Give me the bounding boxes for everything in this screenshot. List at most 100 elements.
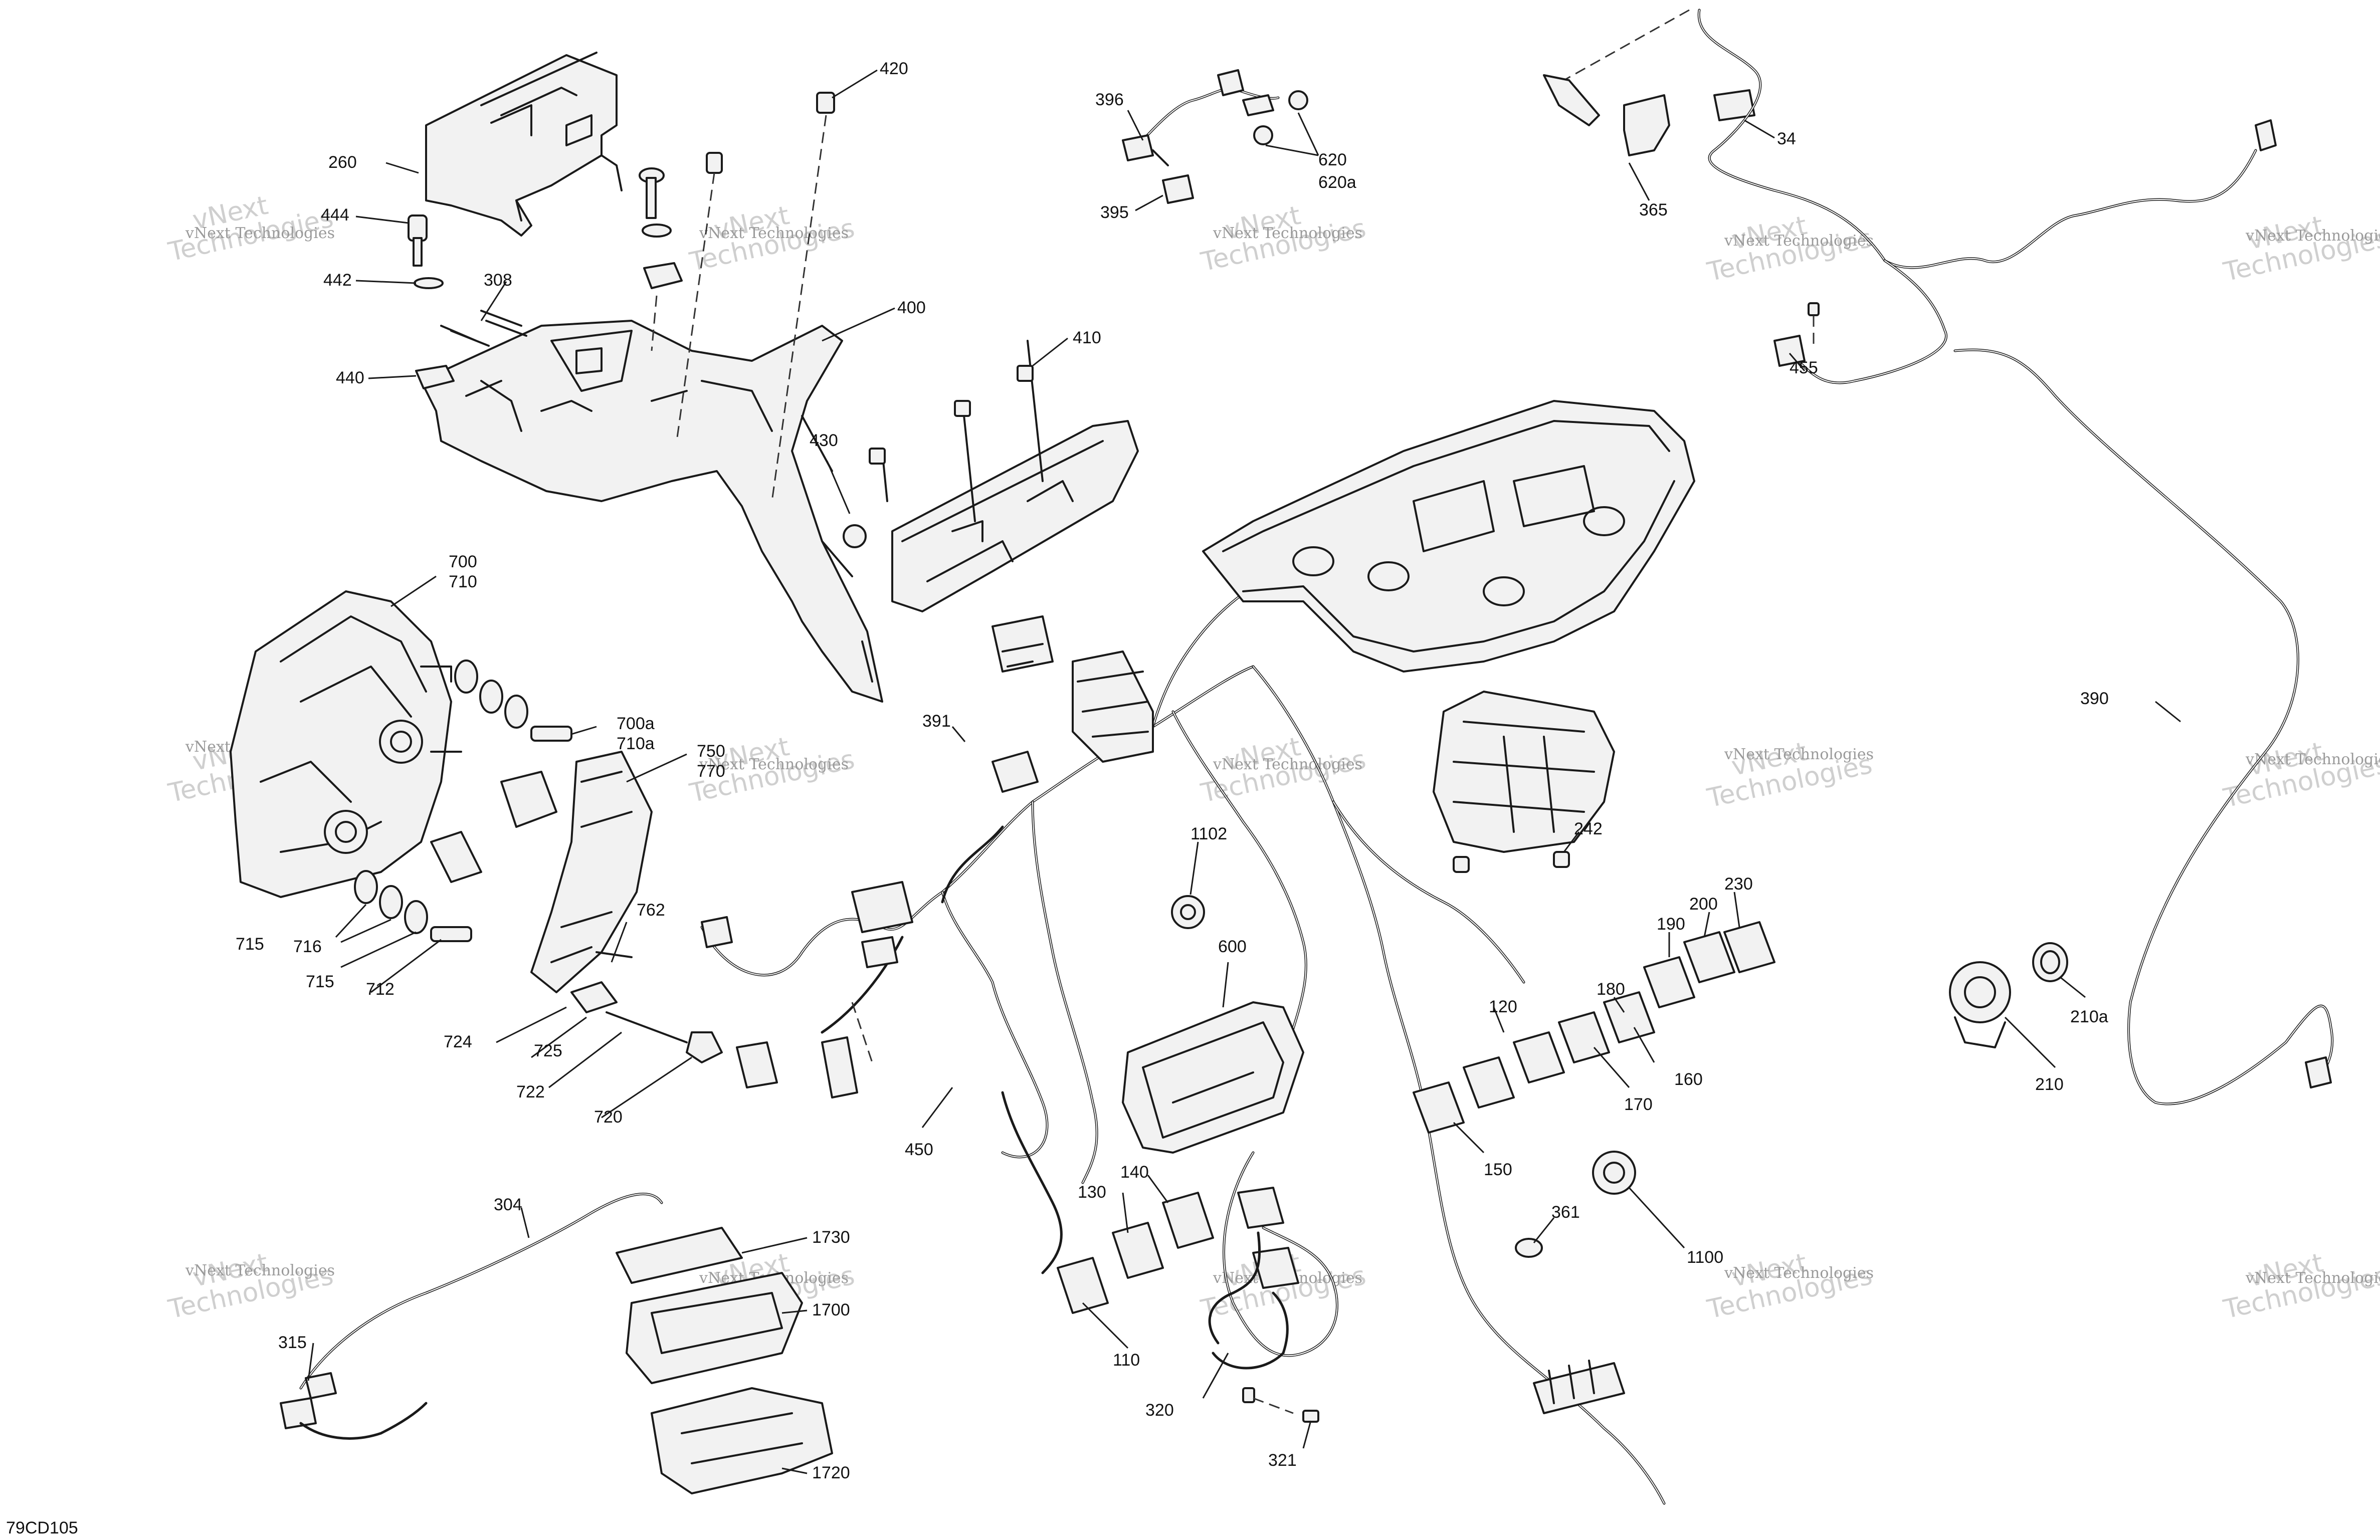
- callout-710: 710: [449, 572, 477, 591]
- callout-715-top: 715: [236, 935, 264, 954]
- callout-440: 440: [336, 368, 364, 387]
- callout-715-bottom: 715: [306, 972, 334, 991]
- callout-455: 455: [1790, 358, 1818, 377]
- callout-716: 716: [293, 937, 322, 956]
- sub-harness-315: [280, 1193, 663, 1440]
- callout-304: 304: [494, 1195, 522, 1214]
- callout-1730: 1730: [812, 1228, 850, 1247]
- callout-210a: 210a: [2070, 1007, 2108, 1026]
- sub-harness-320: [1208, 1187, 1319, 1423]
- callout-712: 712: [366, 980, 394, 999]
- callout-180: 180: [1597, 980, 1625, 999]
- harness-390: [1543, 9, 2334, 1106]
- callout-722: 722: [516, 1082, 545, 1102]
- watermark-small-7: vNext Technologies: [699, 756, 849, 773]
- socket-1100: [1171, 895, 1636, 1258]
- callout-labels: 420 260 444 442 308 400 440 410 430 396 …: [236, 59, 2109, 1482]
- callout-200: 200: [1689, 895, 1718, 914]
- callout-600: 600: [1218, 937, 1247, 956]
- upper-cover-260: [425, 52, 623, 237]
- instrument-cluster-600: [1122, 1001, 1304, 1154]
- connector-block-center: [701, 615, 1154, 1098]
- callout-700a: 700a: [617, 714, 655, 733]
- callout-725: 725: [534, 1041, 562, 1060]
- callout-700: 700: [449, 552, 477, 571]
- callout-430: 430: [810, 431, 838, 450]
- watermark-small-2: vNext Technologies: [699, 225, 849, 242]
- small-harness-396: [1122, 69, 1308, 204]
- watermark-small-15: vNext Technologies: [2245, 1269, 2380, 1287]
- ignition-210: [1949, 942, 2068, 1048]
- gauge-housing-700: [230, 590, 462, 898]
- callout-450: 450: [905, 1140, 933, 1159]
- leader-lines: [307, 69, 2181, 1474]
- callout-724: 724: [444, 1032, 472, 1051]
- callout-390: 390: [2080, 689, 2109, 708]
- callout-762: 762: [637, 901, 665, 920]
- callout-391: 391: [922, 712, 951, 731]
- callout-770: 770: [697, 762, 725, 781]
- watermark-small-1: vNext Technologies: [185, 225, 335, 242]
- watermark-small-10: vNext Technologies: [2245, 751, 2380, 768]
- callout-365: 365: [1639, 200, 1668, 219]
- callout-242: 242: [1574, 819, 1603, 838]
- fasteners-top-left: [408, 92, 835, 389]
- dashed-guides-top-left: [651, 115, 827, 502]
- callout-160: 160: [1674, 1070, 1703, 1089]
- callout-320: 320: [1145, 1401, 1174, 1420]
- callout-400: 400: [897, 298, 926, 317]
- callout-361: 361: [1551, 1203, 1580, 1222]
- watermark-1: vNext Technologies: [165, 190, 336, 268]
- panel-410: [843, 340, 1139, 612]
- callout-190: 190: [1657, 915, 1685, 934]
- callout-395: 395: [1100, 203, 1129, 222]
- watermark-small-14: vNext Technologies: [1724, 1264, 1874, 1282]
- callout-710a: 710a: [617, 734, 655, 753]
- callout-1720: 1720: [812, 1463, 850, 1482]
- callout-720: 720: [594, 1108, 623, 1127]
- dash-frame: [1202, 400, 1695, 673]
- gauge-bracket-750: [430, 751, 723, 1063]
- control-panel-242: [1433, 691, 1615, 873]
- switch-stack: [1413, 921, 1775, 1134]
- bracket-400: [420, 320, 883, 703]
- callout-620: 620: [1318, 150, 1347, 169]
- callout-130: 130: [1078, 1183, 1106, 1202]
- watermark-small-5: vNext Technologies: [2245, 227, 2380, 245]
- callout-260: 260: [328, 153, 357, 172]
- watermark-small-3: vNext Technologies: [1213, 225, 1362, 242]
- watermark-11: vNext Technologies: [165, 1248, 336, 1325]
- callout-620a: 620a: [1318, 173, 1356, 192]
- watermark-small-8: vNext Technologies: [1213, 756, 1362, 773]
- callout-1700: 1700: [812, 1300, 850, 1319]
- switch-blocks-110: [1057, 1192, 1214, 1314]
- callout-34: 34: [1777, 129, 1796, 148]
- diagram-code: 79CD105: [6, 1518, 78, 1537]
- watermark-small-4: vNext Technologies: [1724, 232, 1874, 250]
- callout-308: 308: [484, 271, 512, 290]
- callout-110: 110: [1113, 1351, 1140, 1370]
- callout-230: 230: [1724, 874, 1753, 894]
- callout-444: 444: [321, 205, 349, 225]
- callout-420: 420: [880, 59, 908, 78]
- watermark-9: vNext Technologies: [1704, 737, 1875, 814]
- callout-150: 150: [1484, 1160, 1512, 1179]
- callout-410: 410: [1073, 328, 1101, 347]
- callout-750: 750: [697, 742, 725, 761]
- callout-396: 396: [1095, 90, 1124, 109]
- callout-170: 170: [1624, 1095, 1653, 1114]
- callout-1100: 1100: [1687, 1248, 1723, 1267]
- watermark-small-9: vNext Technologies: [1724, 746, 1874, 763]
- gauge-washers: [354, 659, 572, 942]
- callout-210: 210: [2035, 1075, 2064, 1094]
- callout-120: 120: [1489, 997, 1517, 1016]
- module-1700: [616, 1227, 833, 1494]
- callout-315: 315: [278, 1333, 307, 1352]
- watermark-10: vNext Technologies: [2221, 737, 2380, 814]
- callout-1102: 1102: [1191, 824, 1227, 843]
- callout-140: 140: [1120, 1163, 1149, 1182]
- callout-442: 442: [323, 271, 352, 290]
- watermark-small-11: vNext Technologies: [185, 1262, 335, 1279]
- callout-321: 321: [1268, 1451, 1297, 1470]
